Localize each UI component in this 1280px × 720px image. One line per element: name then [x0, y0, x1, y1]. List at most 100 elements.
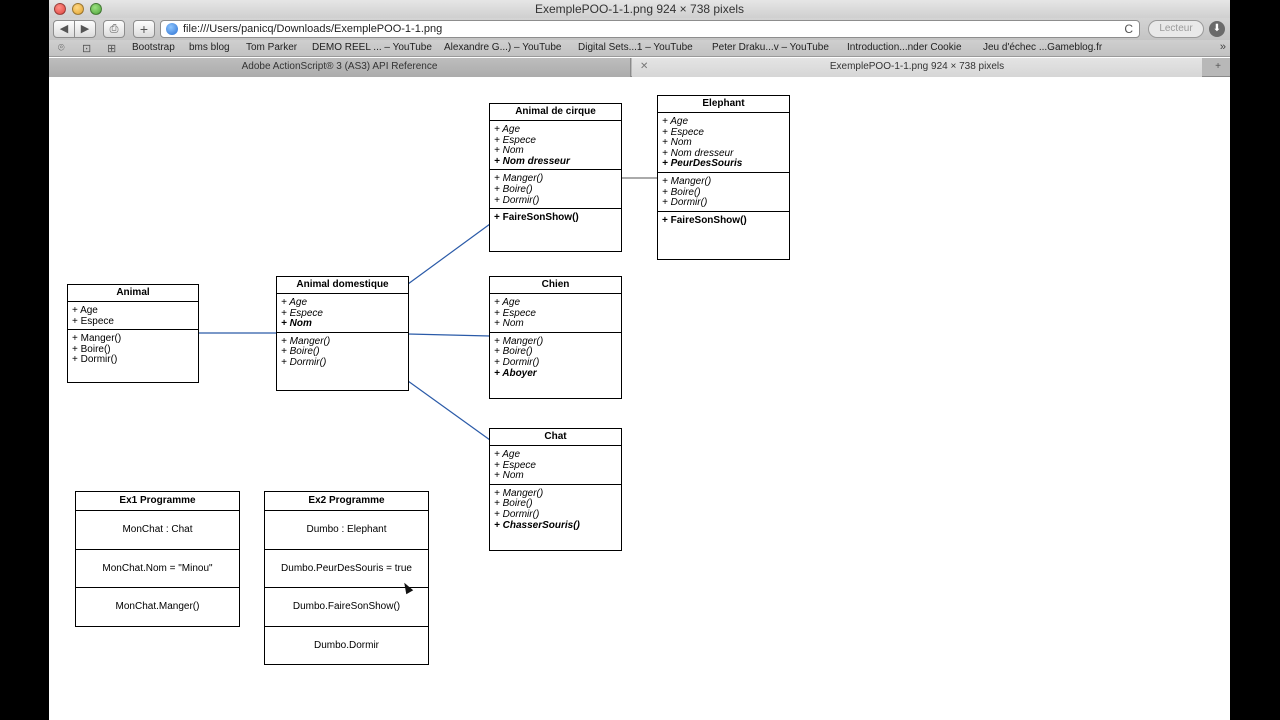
browser-window: ExemplePOO-1-1.png 924 × 738 pixels ◀ ▶ …	[49, 0, 1230, 720]
bookmark-item[interactable]: DEMO REEL ... – YouTube	[312, 42, 432, 53]
method-section: + Manger() + Boire() + Dormir()	[277, 333, 408, 371]
method: + Manger()	[72, 333, 122, 345]
method: + Dormir()	[662, 197, 708, 209]
class-animal-domestique: Animal domestique + Age + Espece + Nom +…	[276, 276, 409, 391]
program-row: MonChat.Manger()	[115, 601, 200, 612]
title-bar: ExemplePOO-1-1.png 924 × 738 pixels	[49, 0, 1230, 18]
attribute: + Age	[72, 305, 98, 316]
method: + Dormir()	[494, 508, 540, 520]
method: + Boire()	[494, 498, 533, 510]
attribute: + Age	[281, 297, 308, 308]
reader-button[interactable]: Lecteur	[1148, 20, 1204, 38]
class-animal: Animal + Age + Espece + Manger() + Boire…	[67, 284, 199, 383]
class-elephant: Elephant + Age + Espece + Nom + Nom dres…	[657, 95, 790, 260]
program-row: Dumbo : Elephant	[265, 511, 428, 550]
tab-actionscript-reference[interactable]: Adobe ActionScript® 3 (AS3) API Referenc…	[49, 58, 631, 77]
attribute: + Age	[494, 449, 521, 460]
program-ex2: Ex2 Programme Dumbo : Elephant Dumbo.Peu…	[264, 491, 429, 665]
method: + Manger()	[494, 335, 544, 347]
bookmark-item[interactable]: Tom Parker	[246, 42, 298, 53]
attribute-section: + Age + Espece + Nom	[490, 294, 621, 333]
bookmark-item[interactable]: Bootstrap	[132, 42, 175, 53]
attribute: + Nom	[494, 145, 524, 157]
bookmark-item[interactable]: Digital Sets...1 – YouTube	[578, 42, 693, 53]
method: + Manger()	[281, 335, 331, 347]
attribute: + Espece	[72, 315, 114, 327]
zoom-window-button[interactable]	[90, 3, 102, 15]
program-row: Dumbo.PeurDesSouris = true	[265, 550, 428, 588]
program-row: MonChat : Chat	[76, 511, 239, 550]
attribute: + Nom dresseur	[494, 155, 570, 167]
bookmark-item[interactable]: Peter Draku...v – YouTube	[712, 42, 829, 53]
extra-method-section: + FaireSonShow()	[490, 209, 621, 226]
class-title: Animal	[68, 285, 198, 302]
program-title: Ex2 Programme	[265, 492, 428, 511]
tab-image[interactable]: ✕ ExemplePOO-1-1.png 924 × 738 pixels	[632, 58, 1202, 77]
program-row: MonChat.Nom = "Minou"	[76, 550, 239, 588]
bookmarks-book-icon[interactable]: ⊡	[82, 43, 92, 55]
method: + Boire()	[662, 186, 701, 198]
method-section: + Manger() + Boire() + Dormir() + Aboyer	[490, 333, 621, 381]
method: + Manger()	[662, 175, 712, 187]
downloads-button[interactable]: ⬇	[1209, 21, 1225, 37]
class-chat: Chat + Age + Espece + Nom + Manger() + B…	[489, 428, 622, 551]
method: + Boire()	[494, 346, 533, 358]
attribute: + Espece	[494, 134, 536, 146]
bookmark-item[interactable]: Introduction...nder Cookie	[847, 42, 962, 53]
forward-button[interactable]: ▶	[74, 20, 96, 38]
method: + Dormir()	[72, 354, 118, 366]
back-button[interactable]: ◀	[53, 20, 75, 38]
method: + Manger()	[494, 173, 544, 185]
connector-domestique-chien	[407, 333, 491, 337]
bookmark-item[interactable]: Alexandre G...) – YouTube	[444, 42, 562, 53]
class-title: Elephant	[658, 96, 789, 113]
connector-domestique-chat	[407, 380, 491, 441]
method-section: + Manger() + Boire() + Dormir()	[658, 173, 789, 212]
attribute-section: + Age + Espece + Nom	[277, 294, 408, 333]
attribute: + Nom	[494, 470, 524, 482]
share-button[interactable]: ⎙	[103, 20, 125, 38]
program-row: Dumbo.FaireSonShow()	[265, 588, 428, 627]
attribute: + Age	[494, 124, 521, 135]
tab-label: Adobe ActionScript® 3 (AS3) API Referenc…	[241, 61, 438, 72]
attribute: + Espece	[662, 126, 704, 138]
method: + FaireSonShow()	[662, 214, 747, 226]
attribute: + Nom	[281, 318, 312, 330]
class-title: Animal domestique	[277, 277, 408, 294]
method: + ChasserSouris()	[494, 519, 580, 531]
program-row: Dumbo.Dormir	[313, 639, 379, 651]
close-tab-icon[interactable]: ✕	[640, 61, 649, 72]
connector-lines	[198, 177, 658, 441]
bookmark-item[interactable]: Jeu d'échec ...Gameblog.fr	[983, 42, 1103, 53]
address-bar[interactable]: file:///Users/panicq/Downloads/ExemplePO…	[160, 20, 1140, 38]
method: + Boire()	[281, 346, 320, 358]
bookmarks-bar: ⌾ ⊡ ⊞ Bootstrap bms blog Tom Parker DEMO…	[49, 40, 1230, 57]
share-icon: ⎙	[109, 23, 119, 35]
reading-list-icon[interactable]: ⌾	[58, 42, 65, 54]
attribute: + Nom	[662, 137, 692, 149]
attribute: + Espece	[494, 307, 536, 319]
minimize-window-button[interactable]	[72, 3, 84, 15]
top-sites-grid-icon[interactable]: ⊞	[107, 43, 117, 55]
class-title: Chat	[490, 429, 621, 446]
reload-icon[interactable]: C	[1124, 22, 1133, 36]
method: + Boire()	[494, 183, 533, 195]
method: + Dormir()	[281, 356, 327, 368]
close-window-button[interactable]	[54, 3, 66, 15]
class-title: Animal de cirque	[490, 104, 621, 121]
attribute: + Espece	[281, 307, 323, 319]
screen-border	[1230, 0, 1280, 720]
plus-icon: +	[1215, 61, 1221, 72]
new-tab-button[interactable]: +	[1206, 58, 1230, 77]
method-section: + Manger() + Boire() + Dormir() + Chasse…	[490, 485, 621, 533]
class-chien: Chien + Age + Espece + Nom + Manger() + …	[489, 276, 622, 399]
tab-label: ExemplePOO-1-1.png 924 × 738 pixels	[829, 61, 1005, 72]
program-ex1: Ex1 Programme MonChat : Chat MonChat.Nom…	[75, 491, 240, 627]
method: + Dormir()	[494, 356, 540, 368]
more-bookmarks-icon[interactable]: »	[1219, 41, 1226, 53]
download-icon: ⬇	[1212, 23, 1222, 34]
attribute-section: + Age + Espece + Nom + Nom dresseur	[490, 121, 621, 171]
add-bookmark-button[interactable]: +	[133, 20, 155, 38]
bookmark-item[interactable]: bms blog	[189, 42, 230, 53]
attribute-section: + Age + Espece	[68, 302, 198, 331]
